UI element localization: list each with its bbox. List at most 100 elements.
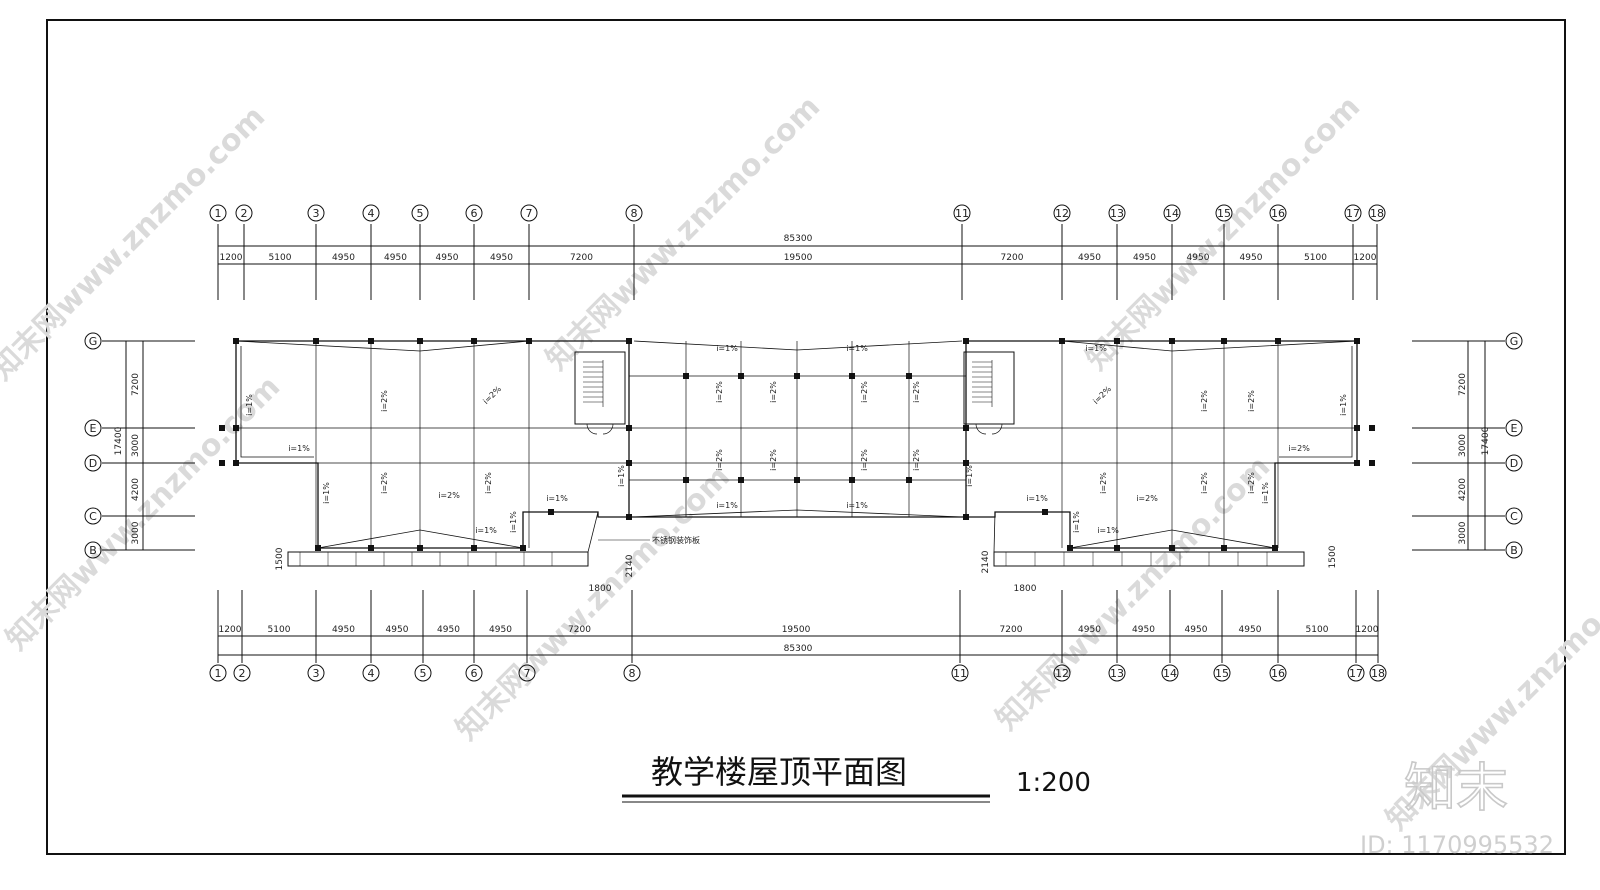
axis-label-top: 6 bbox=[471, 207, 478, 220]
slope-annotation: i=2% bbox=[912, 381, 921, 403]
axis-label-bottom: 16 bbox=[1271, 667, 1285, 680]
bay-dim-top: 4950 bbox=[436, 253, 459, 263]
axis-label-top: 13 bbox=[1110, 207, 1124, 220]
axis-label-left: E bbox=[90, 422, 97, 435]
stair-door-swing bbox=[975, 423, 1003, 435]
axis-bubble-left bbox=[84, 419, 102, 437]
total-length-bottom: 85300 bbox=[784, 644, 813, 654]
axis-bubble-top bbox=[625, 204, 643, 222]
drawing-frame bbox=[46, 19, 1566, 855]
bay-dim-top: 19500 bbox=[784, 253, 813, 263]
bay-dim-top: 7200 bbox=[570, 253, 593, 263]
slope-annotation: i=2% bbox=[481, 384, 503, 406]
slope-annotation: i=2% bbox=[1136, 494, 1158, 503]
axis-bubble-bottom bbox=[951, 664, 969, 682]
column bbox=[471, 545, 477, 551]
axis-bubble-top bbox=[1344, 204, 1362, 222]
column bbox=[1067, 545, 1073, 551]
column bbox=[1169, 545, 1175, 551]
slope-annotation: i=1% bbox=[509, 511, 518, 533]
depth-dim-right: 3000 bbox=[1458, 434, 1468, 457]
column bbox=[1114, 545, 1120, 551]
axis-bubble-top bbox=[1215, 204, 1233, 222]
depth-dim-right: 7200 bbox=[1458, 373, 1468, 396]
column bbox=[1221, 338, 1227, 344]
bay-dim-top: 4950 bbox=[490, 253, 513, 263]
slope-annotation: i=2% bbox=[1247, 472, 1256, 494]
axis-bubble-left bbox=[84, 507, 102, 525]
bay-dim-bottom: 7200 bbox=[1000, 625, 1023, 635]
bay-dim-top: 4950 bbox=[1133, 253, 1156, 263]
slope-annotation: i=1% bbox=[546, 494, 568, 503]
axis-bubble-top bbox=[307, 204, 325, 222]
canopy-left bbox=[287, 551, 589, 567]
bay-dim-bottom: 5100 bbox=[1306, 625, 1329, 635]
axis-bubble-right bbox=[1505, 541, 1523, 559]
slope-annotation: i=1% bbox=[1261, 482, 1270, 504]
slope-annotation: i=1% bbox=[1339, 394, 1348, 416]
bay-dim-top: 4950 bbox=[1078, 253, 1101, 263]
column bbox=[794, 373, 800, 379]
column bbox=[233, 425, 239, 431]
column bbox=[1369, 460, 1375, 466]
ridge-left bbox=[235, 340, 530, 352]
column bbox=[471, 338, 477, 344]
bay-dim-top: 4950 bbox=[1187, 253, 1210, 263]
slope-annotation: i=2% bbox=[484, 472, 493, 494]
column bbox=[626, 425, 632, 431]
axis-bubble-left bbox=[84, 332, 102, 350]
axis-label-bottom: 13 bbox=[1110, 667, 1124, 680]
valley-left bbox=[317, 529, 524, 549]
column bbox=[1059, 338, 1065, 344]
depth-dim-left: 7200 bbox=[131, 373, 141, 396]
axis-bubble-right bbox=[1505, 454, 1523, 472]
slope-annotation: i=1% bbox=[1097, 526, 1119, 535]
axis-bubble-top bbox=[465, 204, 483, 222]
axis-bubble-bottom bbox=[1269, 664, 1287, 682]
axis-bubble-bottom bbox=[1347, 664, 1365, 682]
watermark-text: 知末网www.znzmo.com bbox=[1079, 89, 1367, 377]
bay-dim-bottom: 4950 bbox=[1185, 625, 1208, 635]
axis-label-top: 3 bbox=[313, 207, 320, 220]
canopy-height-left: 2140 bbox=[625, 554, 635, 577]
axis-bubble-bottom bbox=[518, 664, 536, 682]
axis-label-bottom: 2 bbox=[239, 667, 246, 680]
slope-annotation: i=2% bbox=[380, 390, 389, 412]
column bbox=[1369, 425, 1375, 431]
axis-label-top: 14 bbox=[1165, 207, 1179, 220]
axis-bubble-bottom bbox=[1053, 664, 1071, 682]
column bbox=[1275, 338, 1281, 344]
column bbox=[626, 514, 632, 520]
bay-dim-top: 4950 bbox=[384, 253, 407, 263]
axis-label-top: 18 bbox=[1370, 207, 1384, 220]
total-depth-left: 17400 bbox=[114, 426, 124, 455]
slope-annotation: i=1% bbox=[245, 394, 254, 416]
bay-dim-bottom: 4950 bbox=[386, 625, 409, 635]
slope-annotation: i=1% bbox=[846, 501, 868, 510]
axis-label-top: 16 bbox=[1271, 207, 1285, 220]
slope-annotation: i=1% bbox=[716, 344, 738, 353]
axis-bubble-bottom bbox=[465, 664, 483, 682]
parapet-inner-right bbox=[1279, 346, 1353, 458]
column bbox=[368, 545, 374, 551]
axis-label-top: 17 bbox=[1346, 207, 1360, 220]
canopy-edge-left bbox=[587, 511, 599, 553]
column bbox=[849, 373, 855, 379]
slope-annotation: i=2% bbox=[1288, 444, 1310, 453]
axis-label-top: 12 bbox=[1055, 207, 1069, 220]
bay-dim-bottom: 4950 bbox=[1132, 625, 1155, 635]
axis-label-bottom: 11 bbox=[953, 667, 967, 680]
column bbox=[683, 373, 689, 379]
depth-dim-right: 3000 bbox=[1458, 521, 1468, 544]
column bbox=[683, 477, 689, 483]
axis-bubble-bottom bbox=[209, 664, 227, 682]
axis-bubble-top bbox=[235, 204, 253, 222]
slope-annotation: i=2% bbox=[715, 381, 724, 403]
ridge-center bbox=[633, 340, 963, 351]
slope-annotation: i=1% bbox=[322, 482, 331, 504]
axis-label-bottom: 17 bbox=[1349, 667, 1363, 680]
axis-label-bottom: 3 bbox=[313, 667, 320, 680]
bay-dim-bottom: 4950 bbox=[489, 625, 512, 635]
axis-label-top: 7 bbox=[526, 207, 533, 220]
axis-label-bottom: 4 bbox=[368, 667, 375, 680]
